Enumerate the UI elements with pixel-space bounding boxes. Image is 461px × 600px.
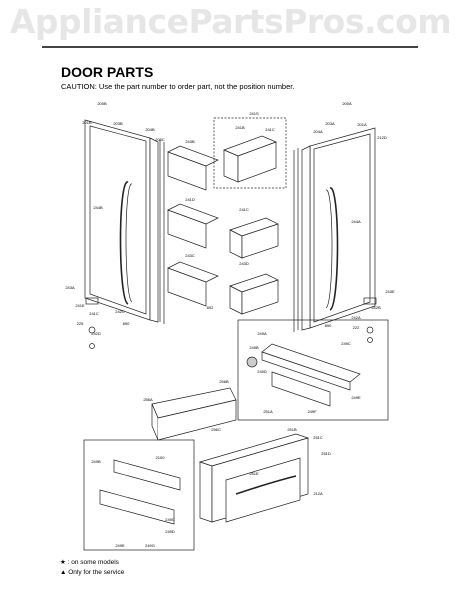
callout-label: 200B	[97, 101, 107, 106]
callout-label: 892	[207, 305, 214, 310]
freezer-rails	[99, 459, 181, 525]
pantry-cover	[246, 343, 361, 407]
callout-label: 249C	[341, 341, 351, 346]
callout-label: 200A	[342, 101, 352, 106]
callout-label: 249D	[257, 369, 267, 374]
callout-label: 204B	[145, 127, 155, 132]
callout-label: 241S	[249, 111, 259, 116]
freezer-basket	[151, 387, 237, 441]
left-door-bins	[167, 145, 219, 307]
callout-label: 890	[123, 321, 130, 326]
callout-label: 249B	[91, 459, 101, 464]
callout-label: 242B	[371, 305, 381, 310]
callout-label: 249F	[307, 409, 317, 414]
callout-label: 256A	[143, 397, 153, 402]
callout-label: 243D	[239, 261, 249, 266]
page-title: DOOR PARTS	[61, 64, 154, 80]
callout-label: 203A	[325, 121, 335, 126]
callout-label: 251E	[249, 471, 259, 476]
callout-label: 243E	[385, 289, 395, 294]
callout-label: 2100	[156, 455, 166, 460]
callout-label: 243A	[65, 285, 75, 290]
callout-label: 241D	[185, 197, 195, 202]
callout-label: 212D	[377, 135, 387, 140]
hinges	[85, 297, 377, 349]
callout-label: 201B	[82, 120, 92, 125]
callout-label: 251C	[313, 435, 323, 440]
callout-label: 222	[353, 325, 360, 330]
right-door-bins	[213, 117, 287, 315]
freezer-door	[198, 433, 310, 523]
callout-label: 249G	[145, 543, 155, 548]
callout-label: 241E	[75, 303, 85, 308]
callout-label: 244A	[351, 219, 361, 224]
callout-label: 203B	[113, 121, 123, 126]
right-door	[293, 127, 376, 332]
callout-label: 251B	[287, 427, 297, 432]
callout-label: 242C	[115, 309, 125, 314]
caution-text: CAUTION: Use the part number to order pa…	[61, 82, 295, 91]
callout-label: 256B	[219, 379, 229, 384]
callout-label: 241C	[239, 207, 249, 212]
callout-label: 243C	[185, 253, 195, 258]
legend-some-models: ★ : on some models	[60, 559, 119, 566]
callout-label: 205C	[155, 137, 165, 142]
callout-label: 241B	[235, 125, 245, 130]
legend-service-only: ▲ Only for the service	[60, 569, 125, 576]
callout-label: 243B	[185, 139, 195, 144]
header-rule	[42, 46, 418, 48]
callout-label: 249A	[257, 331, 267, 336]
callout-label: 251A	[263, 409, 273, 414]
callout-label: 225	[77, 321, 84, 326]
callout-label: 249C	[165, 517, 175, 522]
callout-label: 249E	[115, 543, 125, 548]
callout-label: 890	[325, 323, 332, 328]
callout-label: 256C	[211, 427, 221, 432]
callout-label: 249B	[249, 345, 259, 350]
callout-label: 242D	[91, 331, 101, 336]
callout-label: 249E	[351, 395, 361, 400]
callout-label: 244B	[93, 205, 103, 210]
callout-labels: 200B 201B 203B 204B 205C 241B 241S 241C …	[65, 101, 395, 548]
callout-label: 251D	[321, 451, 331, 456]
callout-label: 201A	[357, 122, 367, 127]
left-door	[84, 119, 165, 324]
watermark: AppliancePartsPros.com	[9, 2, 452, 41]
callout-label: 241C	[265, 127, 275, 132]
callout-label: 241C	[89, 311, 99, 316]
callout-label: 242A	[351, 315, 361, 320]
callout-label: 204A	[313, 129, 323, 134]
callout-label: 249D	[165, 529, 175, 534]
pantry-assembly-box	[237, 319, 389, 421]
freezer-rails-box	[83, 439, 195, 551]
callout-label: 212A	[313, 491, 323, 496]
